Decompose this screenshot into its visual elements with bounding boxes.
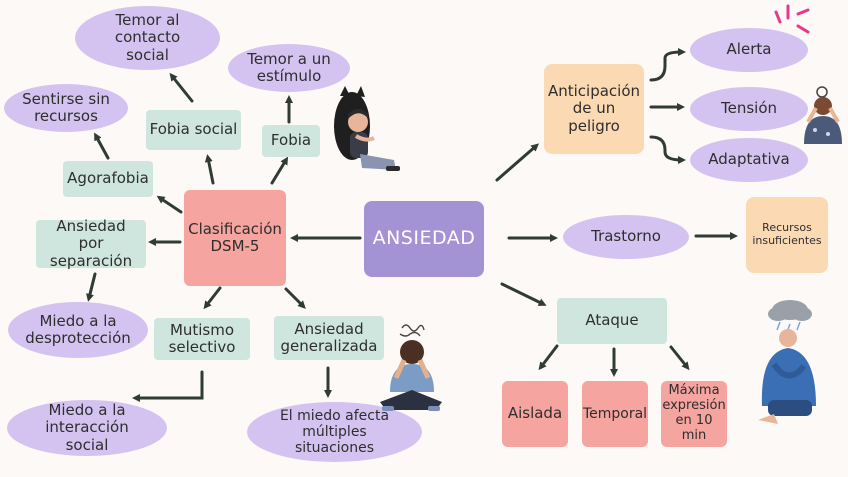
- aislada-node: Aislada: [502, 381, 568, 447]
- tangled-thoughts-person-illustration: [380, 324, 442, 411]
- maxima-expresion-node: Máxima expresión en 10 min: [661, 381, 727, 447]
- arrow-to-adaptativa: [649, 135, 686, 164]
- arrow-center-anticipacion: [495, 143, 540, 182]
- arrow-to-sin-recursos: [94, 132, 110, 160]
- arrow-to-mutismo: [203, 286, 222, 310]
- arrow-to-fobia: [270, 156, 289, 185]
- arrow-to-agorafobia: [156, 195, 183, 214]
- arrow-to-aislada: [538, 344, 559, 371]
- center-node: ANSIEDAD: [364, 201, 484, 277]
- clasificacion-node: Clasificación DSM-5: [184, 190, 286, 286]
- generalizada-node: Ansiedad generalizada: [274, 316, 384, 360]
- temor-contacto-social-node: Temor al contacto social: [75, 6, 220, 70]
- arrow-to-generalizada: [284, 287, 306, 309]
- arrow-to-fobia-social: [204, 154, 215, 185]
- sentirse-sin-recursos-node: Sentirse sin recursos: [4, 84, 128, 132]
- temporal-node: Temporal: [582, 381, 648, 447]
- tension-node: Tensión: [690, 87, 808, 131]
- arrow-to-alerta: [649, 48, 686, 82]
- stressed-person-illustration: [804, 86, 842, 144]
- ataque-node: Ataque: [557, 298, 667, 344]
- fobia-node: Fobia: [262, 125, 320, 157]
- arrow-center-ataque: [500, 282, 547, 306]
- interaccion-social-node: Miedo a la interacción social: [7, 400, 167, 456]
- separacion-node: Ansiedad por separación: [36, 218, 146, 269]
- agorafobia-node: Agorafobia: [63, 161, 153, 197]
- adaptativa-node: Adaptativa: [690, 138, 808, 182]
- arrow-to-maxima: [669, 345, 690, 371]
- person-sitting-with-cat-illustration: [334, 86, 400, 171]
- desproteccion-node: Miedo a la desprotección: [8, 302, 148, 358]
- arrow-to-interaccion: [132, 370, 204, 402]
- arrow-to-temor-social: [169, 72, 194, 103]
- trastorno-node: Trastorno: [563, 215, 689, 259]
- anticipacion-node: Anticipación de un peligro: [544, 64, 644, 154]
- sparkle-icon: [774, 4, 810, 34]
- temor-estimulo-node: Temor a un estímulo: [228, 44, 350, 92]
- fobia-social-node: Fobia social: [146, 110, 241, 150]
- alerta-node: Alerta: [690, 28, 808, 72]
- recursos-insuficientes-node: Recursos insuficientes: [746, 197, 828, 273]
- cloud-head-person-illustration: [758, 300, 816, 424]
- miedo-afecta-node: El miedo afecta múltiples situaciones: [247, 402, 422, 462]
- mutismo-node: Mutismo selectivo: [154, 318, 250, 360]
- arrow-to-desproteccion: [86, 272, 97, 302]
